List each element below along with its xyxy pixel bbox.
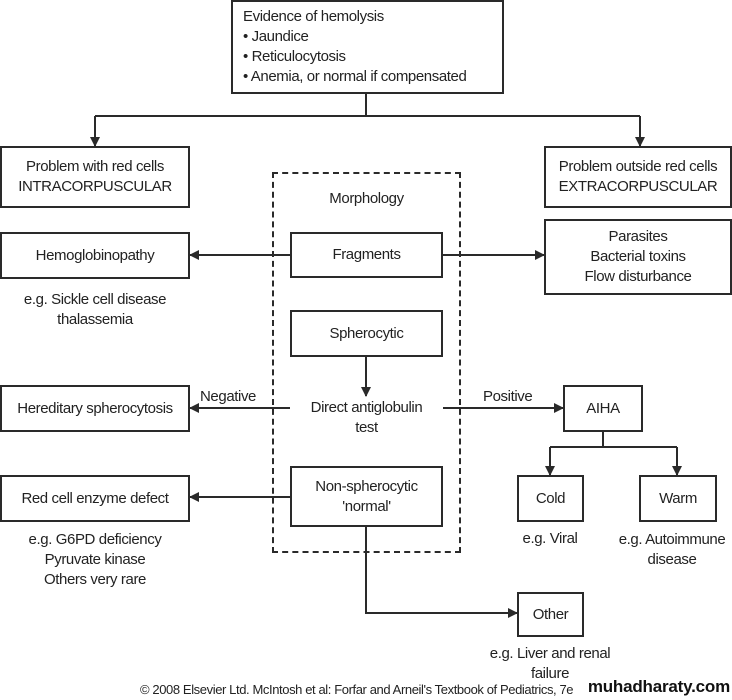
negative-label: Negative — [200, 388, 257, 405]
cold-box: Cold — [517, 475, 584, 522]
bullet-anemia: • Anemia, or normal if compensated — [243, 68, 467, 85]
fragments-box: Fragments — [290, 232, 443, 278]
non-spherocytic-box: Non-spherocytic'normal' — [290, 466, 443, 527]
intra-line2: INTRACORPUSCULAR — [18, 178, 172, 195]
morphology-label: Morphology — [329, 190, 404, 207]
evidence-title: Evidence of hemolysis — [243, 8, 384, 25]
bullet-reticulocytosis: • Reticulocytosis — [243, 48, 346, 65]
watermark: muhadharaty.com — [587, 677, 730, 696]
intra-line1: Problem with red cells — [26, 158, 164, 175]
evidence-of-hemolysis-box: Evidence of hemolysis • Jaundice • Retic… — [231, 0, 504, 94]
warm-box: Warm — [639, 475, 717, 522]
extra-line2: EXTRACORPUSCULAR — [558, 178, 718, 195]
hemoglobinopathy-box: Hemoglobinopathy — [0, 232, 190, 279]
positive-label: Positive — [483, 388, 533, 405]
morphology-group — [272, 172, 461, 553]
bullet-jaundice: • Jaundice — [243, 28, 309, 45]
extracorpuscular-box: Problem outside red cells EXTRACORPUSCUL… — [544, 146, 732, 208]
copyright-notice: © 2008 Elsevier Ltd. McIntosh et al: For… — [140, 682, 574, 697]
hereditary-spherocytosis-box: Hereditary spherocytosis — [0, 385, 190, 432]
extra-line1: Problem outside red cells — [558, 158, 718, 175]
spherocytic-box: Spherocytic — [290, 310, 443, 357]
red-cell-enzyme-defect-box: Red cell enzyme defect — [0, 475, 190, 522]
other-box: Other — [517, 592, 584, 637]
intracorpuscular-box: Problem with red cells INTRACORPUSCULAR — [0, 146, 190, 208]
cold-example: e.g. Viral — [522, 530, 578, 547]
aiha-box: AIHA — [563, 385, 643, 432]
